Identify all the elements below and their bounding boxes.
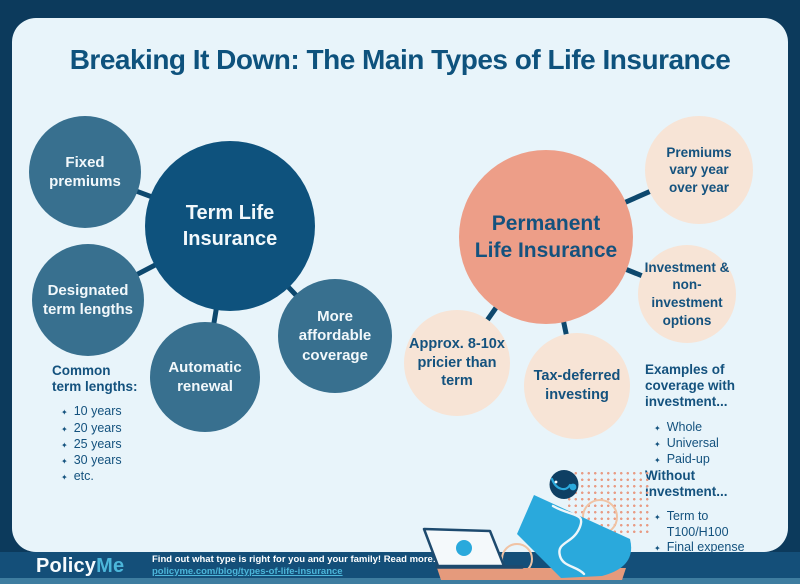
footer-link[interactable]: policyme.com/blog/types-of-life-insuranc… (152, 565, 343, 577)
permanent-main-label: Permanent Life Insurance (474, 211, 618, 262)
diamond-bullet-icon: ✦ (61, 424, 68, 434)
with-investment-list: ✦Whole ✦Universal ✦Paid-up (654, 420, 767, 469)
permanent-main-bubble: Permanent Life Insurance (459, 150, 633, 324)
diamond-bullet-icon: ✦ (654, 423, 661, 433)
policyme-logo: PolicyMe (36, 555, 124, 578)
diamond-bullet-icon: ✦ (654, 439, 661, 449)
permanent-satellite-premiums-vary: Premiums vary year over year (645, 116, 753, 224)
satellite-label: More affordable coverage (298, 308, 372, 364)
term-lengths-notes: Common term lengths: ✦10 years ✦20 years… (52, 363, 157, 485)
satellite-label: Automatic renewal (168, 358, 242, 395)
permanent-satellite-approx-pricier: Approx. 8-10x pricier than term (404, 310, 510, 416)
list-item: ✦30 years (61, 453, 157, 469)
term-satellite-designated-term-lengths: Designated term lengths (32, 244, 144, 356)
squiggle-line (551, 504, 586, 576)
permanent-satellite-investment-options: Investment & non-investment options (638, 245, 736, 343)
satellite-label: Designated term lengths (42, 281, 133, 318)
term-lengths-heading: Common term lengths: (52, 363, 138, 395)
diamond-bullet-icon: ✦ (61, 408, 68, 418)
term-lengths-list: ✦10 years ✦20 years ✦25 years ✦30 years … (61, 404, 157, 485)
permanent-satellite-tax-deferred: Tax-deferred investing (524, 333, 630, 439)
list-item: ✦etc. (61, 469, 157, 485)
satellite-label: Approx. 8-10x pricier than term (409, 335, 505, 390)
diamond-bullet-icon: ✦ (61, 440, 68, 450)
goggles-icon (550, 477, 572, 491)
diamond-bullet-icon: ✦ (61, 473, 68, 483)
satellite-label: Investment & non-investment options (644, 259, 730, 328)
list-item: ✦Universal (654, 436, 767, 452)
list-item: ✦25 years (61, 437, 157, 453)
list-item: ✦Paid-up (654, 452, 767, 468)
term-main-bubble: Term Life Insurance (145, 141, 315, 311)
term-satellite-automatic-renewal: Automatic renewal (150, 322, 260, 432)
diamond-bullet-icon: ✦ (654, 455, 661, 465)
term-satellite-more-affordable-coverage: More affordable coverage (278, 279, 392, 393)
satellite-label: Premiums vary year over year (666, 144, 732, 195)
satellite-label: Tax-deferred investing (533, 368, 621, 403)
list-item: ✦Term to T100/H100 (654, 509, 729, 539)
mascot-head-icon (549, 470, 579, 499)
coverage-with-investment-notes: Examples of coverage with investment... … (645, 362, 767, 468)
without-investment-heading: Without investment... (645, 468, 728, 500)
list-item: ✦Whole (654, 420, 767, 436)
page-title: Breaking It Down: The Main Types of Life… (69, 44, 731, 75)
list-item: ✦10 years (61, 404, 157, 420)
term-main-label: Term Life Insurance (182, 202, 278, 250)
satellite-label: Fixed premiums (49, 153, 121, 190)
footer-accent-strip (0, 578, 800, 584)
term-satellite-fixed-premiums: Fixed premiums (29, 116, 141, 228)
with-investment-heading: Examples of coverage with investment... (645, 362, 736, 410)
laptop-illustration (422, 527, 524, 569)
laptop-mascot-illustration (422, 470, 632, 580)
logo-text-policy: Policy (36, 555, 97, 577)
footer-bar (0, 552, 800, 578)
laptop-logo-dot (456, 540, 472, 556)
diamond-bullet-icon: ✦ (654, 513, 661, 523)
logo-text-me: Me (96, 555, 125, 577)
cta-text: Find out what type is right for you and … (152, 554, 436, 565)
diamond-bullet-icon: ✦ (654, 543, 661, 553)
diamond-bullet-icon: ✦ (61, 456, 68, 466)
footer-cta: Find out what type is right for you and … (152, 554, 436, 577)
list-item: ✦20 years (61, 421, 157, 437)
